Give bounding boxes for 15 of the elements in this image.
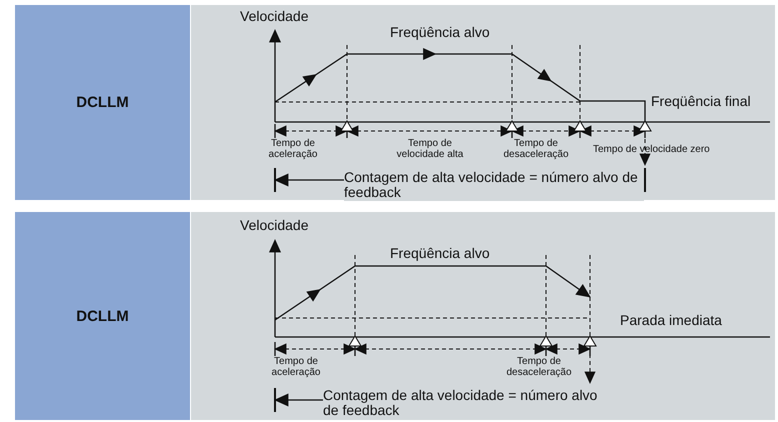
axis-label: Velocidade [240, 9, 309, 24]
interval-label: Tempo de desaceleração [502, 138, 570, 160]
interval-label: Tempo de aceleração [268, 138, 318, 160]
curve-label: Freqüência alvo [390, 246, 490, 262]
curve-label: Freqüência alvo [390, 25, 490, 40]
instruction-cell: DCLLM [15, 5, 190, 200]
interval-label: Tempo de velocidade alta [396, 138, 464, 160]
curve-label: Parada imediata [620, 313, 722, 328]
interval-label: Tempo de aceleração [270, 356, 322, 378]
count-label: Contagem de alta velocidade = número alvo de feedback [344, 170, 644, 201]
instruction-cell: DCLLM [15, 212, 190, 420]
curve-label: Freqüência final [651, 94, 751, 110]
interval-label: Tempo de velocidade zero [593, 144, 710, 155]
interval-label: Tempo de desaceleração [505, 356, 573, 378]
axis-label: Velocidade [240, 218, 309, 234]
